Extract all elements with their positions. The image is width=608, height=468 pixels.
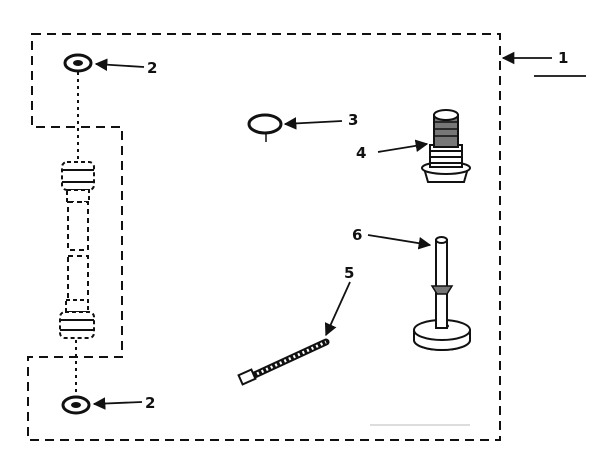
callout-5-leader xyxy=(324,281,351,337)
callout-5-label: 5 xyxy=(344,264,354,282)
callout-1-group: 1 xyxy=(501,49,586,77)
callout-2-bottom-leader xyxy=(92,397,143,410)
callout-4-label: 4 xyxy=(356,144,366,162)
callout-2-top-leader xyxy=(94,58,145,71)
washer-top xyxy=(63,53,93,73)
leveling-foot xyxy=(413,236,471,351)
callout-3-label: 3 xyxy=(348,111,358,129)
callout-3-leader xyxy=(283,117,343,130)
callout-4-leader xyxy=(377,139,429,153)
callout-2-bottom-label: 2 xyxy=(145,394,155,412)
o-ring xyxy=(247,113,283,142)
callout-2-top-label: 2 xyxy=(147,59,157,77)
hose-assembly xyxy=(59,161,95,339)
inlet-valve xyxy=(421,109,471,183)
threaded-rod xyxy=(237,338,330,386)
callout-6-leader xyxy=(367,234,432,250)
kit-boundary xyxy=(27,33,501,441)
callout-1-label: 1 xyxy=(558,49,568,67)
washer-bottom xyxy=(61,395,91,415)
callout-6-label: 6 xyxy=(352,226,362,244)
